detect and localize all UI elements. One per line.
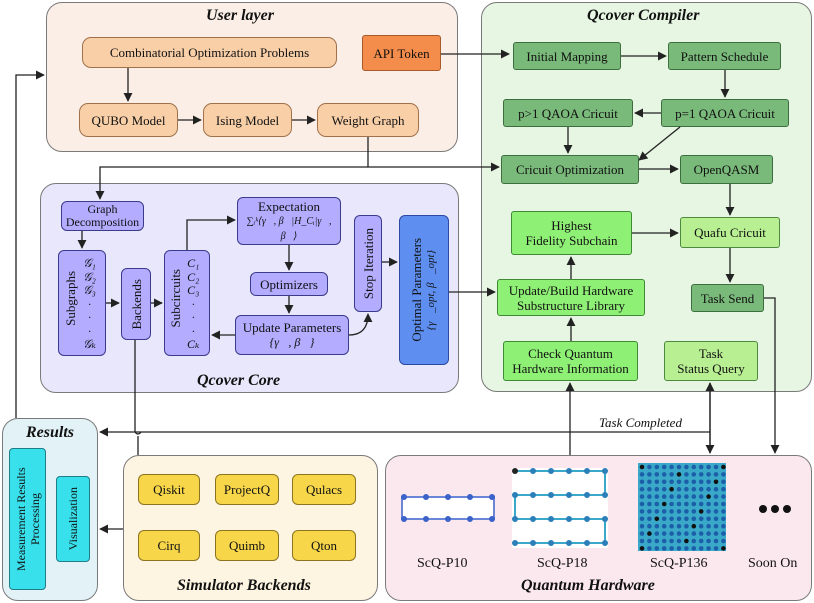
stop-iteration-box: Stop Iteration [354,215,382,312]
quafu-circuit-box: Quafu Cricuit [680,217,780,248]
stop-iteration-label: Stop Iteration [360,227,376,300]
optimal-parameters-formula: {γ⃗_opt, β⃗_opt} [425,249,437,331]
compiler-title: Qcover Compiler [587,7,700,24]
hardware-title: Quantum Hardware [521,577,655,594]
check-hardware-line2: Hardware Information [512,361,629,376]
subcircuit-symbol: · [191,323,195,338]
simulator-qulacs: Qulacs [292,474,356,505]
update-parameters-label: Update Parameters [242,320,342,335]
subgraphs-label: Subgraphs [63,271,78,326]
subcircuit-symbol: C₃ [187,283,200,297]
subgraphs-box: Subgraphs 𝒢₁ 𝒢₂ 𝒢₃ · · · 𝒢ₖ [58,250,106,356]
hardware-label-p18: ScQ-P18 [537,556,588,571]
api-token-box: API Token [362,35,441,71]
graph-decomposition-box: Graph Decomposition [61,201,144,231]
p-gt1-box: p>1 QAOA Cricuit [503,99,633,127]
check-hardware-box: Check Quantum Hardware Information [503,341,638,381]
hardware-label-p136: ScQ-P136 [650,556,708,571]
subcircuit-symbols: C₁ C₂ C₃ · · · Cₖ [187,256,200,352]
circuit-optimization-box: Cricuit Optimization [501,155,639,184]
simulator-projectq: ProjectQ [215,474,279,505]
optimal-parameters-box: Optimal Parameters {γ⃗_opt, β⃗_opt} [399,215,449,365]
optimizers-box: Optimizers [250,272,328,296]
subgraph-symbols: 𝒢₁ 𝒢₂ 𝒢₃ · · · 𝒢ₖ [83,256,96,352]
subcircuits-box: Subcircuits C₁ C₂ C₃ · · · Cₖ [164,250,210,356]
p-eq1-box: p=1 QAOA Cricuit [661,99,789,127]
simulator-quimb: Quimb [215,530,279,561]
backends-box: Backends [121,268,151,340]
update-library-line2: Substructure Library [517,297,625,313]
highest-fidelity-line2: Fidelity Subchain [525,233,618,248]
subgraph-symbol: · [87,296,91,311]
status-query-line1: Task [698,346,724,361]
subcircuit-symbol: C₂ [187,269,200,284]
backends-label: Backends [128,278,144,330]
pattern-schedule-box: Pattern Schedule [668,42,781,70]
status-query-line2: Status Query [677,361,745,376]
subgraph-symbol: · [87,310,91,324]
qubo-box: QUBO Model [79,103,178,137]
subgraph-symbol: 𝒢₃ [83,283,96,297]
update-parameters-box: Update Parameters {γ⃗, β⃗} [235,315,349,355]
simulator-cirq: Cirq [138,530,200,561]
expectation-box: Expectation ∑ᵢᵏ⟨γ⃗, β⃗|H_Cᵢ|γ⃗, β⃗⟩ [237,197,341,245]
simulator-qton: Qton [292,530,356,561]
expectation-formula: ∑ᵢᵏ⟨γ⃗, β⃗|H_Cᵢ|γ⃗, β⃗⟩ [246,215,332,242]
highest-fidelity-line1: Highest [551,218,592,233]
visualization-label: Visualization [65,487,80,551]
update-library-line1: Update/Build Hardware [508,282,634,298]
subgraph-symbol: 𝒢₂ [83,269,96,284]
subgraph-symbol: · [87,323,91,338]
initial-mapping-box: Initial Mapping [513,42,621,70]
ising-box: Ising Model [203,103,292,137]
simulator-qiskit: Qiskit [138,474,200,505]
graph-decomposition-line2: Decomposition [65,215,140,229]
subgraph-symbol: 𝒢ₖ [83,337,96,351]
hardware-label-p10: ScQ-P10 [417,556,468,571]
measurement-results-label: Measurement Results Processing [13,467,42,571]
highest-fidelity-box: Highest Fidelity Subchain [511,211,632,255]
check-hardware-line1: Check Quantum [528,346,613,361]
expectation-label: Expectation [257,198,321,214]
subcircuit-symbol: · [191,310,195,324]
update-parameters-formula: {γ⃗, β⃗} [269,335,315,349]
subcircuit-symbol: C₁ [187,256,200,270]
graph-decomposition-line1: Graph [87,202,118,216]
results-title: Results [26,424,75,441]
optimal-parameters-label: Optimal Parameters [409,238,424,342]
update-library-box: Update/Build Hardware Substructure Libra… [497,279,645,316]
status-query-box: Task Status Query [664,341,758,381]
subcircuit-symbol: Cₖ [187,337,200,351]
subgraph-symbol: 𝒢₁ [83,256,96,270]
hardware-label-soon: Soon On [748,556,798,571]
task-send-box: Task Send [691,284,764,312]
visualization-box: Visualization [56,476,90,562]
weight-graph-box: Weight Graph [317,103,419,137]
measurement-results-box: Measurement Results Processing [9,448,46,590]
simulators-title: Simulator Backends [177,577,311,594]
subcircuits-label: Subcircuits [168,269,183,328]
core-title: Qcover Core [197,372,281,389]
task-completed-label: Task Completed [599,415,682,430]
cop-box: Combinatorial Optimization Problems [82,37,337,68]
subcircuit-symbol: · [191,296,195,311]
user-layer-title: User layer [206,7,274,24]
openqasm-box: OpenQASM [680,155,773,184]
